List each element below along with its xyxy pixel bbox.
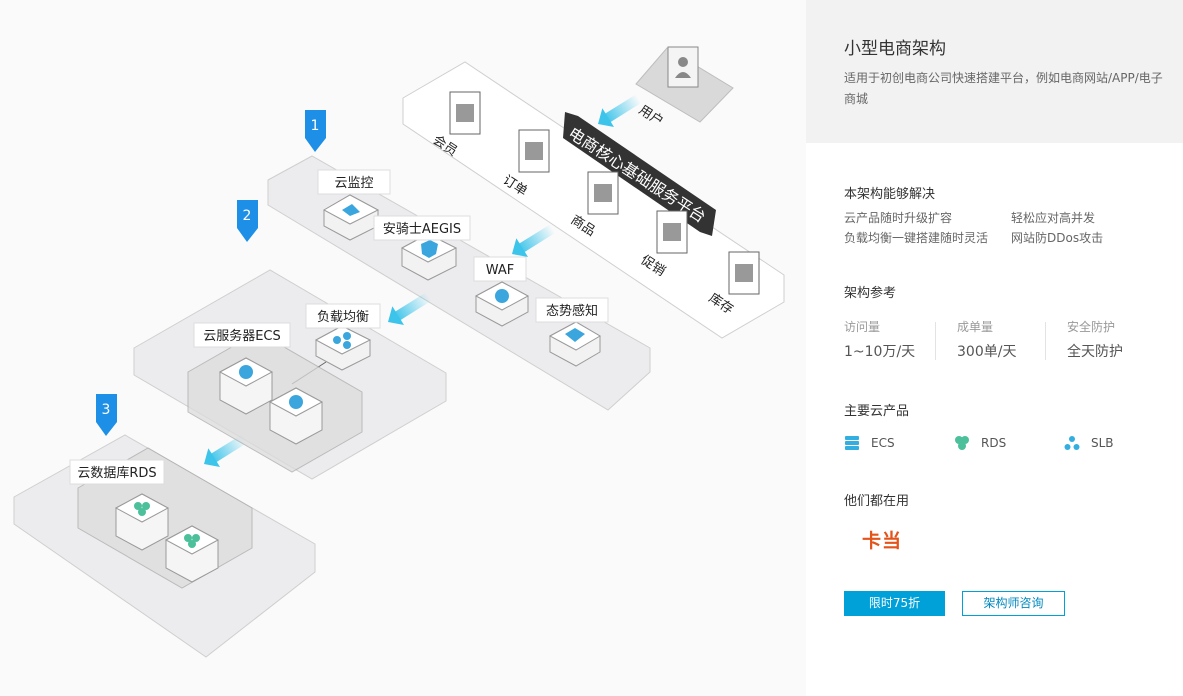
metric-divider bbox=[935, 322, 936, 360]
products-heading: 主要云产品 bbox=[844, 404, 910, 419]
panel-header: 小型电商架构 适用于初创电商公司快速搭建平台，例如电商网站/APP/电子商城 bbox=[806, 0, 1183, 143]
ecs-cluster: 云服务器ECS bbox=[187, 322, 363, 473]
flow-arrow bbox=[388, 292, 432, 325]
tier-marker-3: 3 bbox=[96, 394, 117, 436]
solve-item: 轻松应对高并发 bbox=[1011, 211, 1096, 225]
metric-label: 成单量 bbox=[957, 320, 994, 334]
user-label: 用户 bbox=[636, 102, 667, 130]
tier-number: 2 bbox=[243, 208, 252, 224]
service-label: WAF bbox=[486, 263, 515, 278]
tier-number: 3 bbox=[102, 402, 111, 418]
consult-architect-button[interactable]: 架构师咨询 bbox=[962, 591, 1065, 616]
product-name: ECS bbox=[871, 436, 895, 450]
product-name: SLB bbox=[1091, 436, 1114, 450]
service-label: 安骑士AEGIS bbox=[383, 222, 461, 237]
module-member: 会员 bbox=[430, 91, 481, 160]
tier-marker-2: 2 bbox=[237, 200, 258, 242]
product-rds[interactable]: RDS bbox=[954, 435, 1006, 451]
ecs-icon bbox=[845, 436, 859, 450]
metric-value: 1~10万/天 bbox=[844, 344, 916, 360]
solve-item: 网站防DDos攻击 bbox=[1011, 231, 1104, 245]
service-label: 云监控 bbox=[334, 176, 373, 191]
service-aegis: 安骑士AEGIS bbox=[373, 215, 471, 281]
service-cloud-monitor: 云监控 bbox=[317, 169, 391, 241]
tier-number: 1 bbox=[311, 118, 320, 134]
flow-arrow bbox=[598, 94, 642, 127]
flow-arrow bbox=[204, 434, 248, 467]
service-load-balancer: 负载均衡 bbox=[305, 303, 381, 371]
page-title: 小型电商架构 bbox=[844, 39, 946, 59]
metric-value: 300单/天 bbox=[957, 344, 1017, 360]
solve-item: 负载均衡一键搭建随时灵活 bbox=[844, 231, 989, 245]
reference-heading: 架构参考 bbox=[844, 286, 897, 301]
metric-label: 安全防护 bbox=[1067, 320, 1116, 334]
architecture-diagram: 用户 电商核心基础服务平台 会员 订单 商品 促销 库存 1 bbox=[13, 46, 785, 658]
service-label: 负载均衡 bbox=[317, 310, 369, 325]
service-label: 云数据库RDS bbox=[77, 465, 156, 481]
customer-logo: 卡当 bbox=[862, 530, 903, 552]
service-waf: WAF bbox=[473, 256, 530, 327]
service-label: 态势感知 bbox=[546, 303, 598, 319]
service-situation-awareness: 态势感知 bbox=[535, 297, 609, 367]
user-node: 用户 bbox=[635, 46, 734, 130]
product-name: RDS bbox=[981, 436, 1007, 450]
discount-button[interactable]: 限时75折 bbox=[844, 591, 945, 616]
flow-arrow bbox=[512, 224, 556, 257]
metric-divider bbox=[1045, 322, 1046, 360]
solve-item: 云产品随时升级扩容 bbox=[844, 211, 953, 225]
product-ecs[interactable]: ECS bbox=[844, 435, 895, 451]
rds-icon bbox=[955, 436, 969, 450]
tier-marker-1: 1 bbox=[305, 110, 326, 152]
slb-icon bbox=[1064, 436, 1080, 450]
metric-value: 全天防护 bbox=[1067, 344, 1123, 360]
metric-label: 访问量 bbox=[844, 320, 881, 334]
customers-heading: 他们都在用 bbox=[844, 494, 910, 509]
rds-cluster: 云数据库RDS bbox=[69, 447, 253, 589]
page-description: 适用于初创电商公司快速搭建平台，例如电商网站/APP/电子商城 bbox=[844, 71, 1163, 106]
info-panel: 小型电商架构 适用于初创电商公司快速搭建平台，例如电商网站/APP/电子商城 本… bbox=[806, 0, 1183, 696]
service-label: 云服务器ECS bbox=[203, 328, 281, 344]
solves-heading: 本架构能够解决 bbox=[844, 187, 936, 202]
product-slb[interactable]: SLB bbox=[1064, 435, 1114, 451]
